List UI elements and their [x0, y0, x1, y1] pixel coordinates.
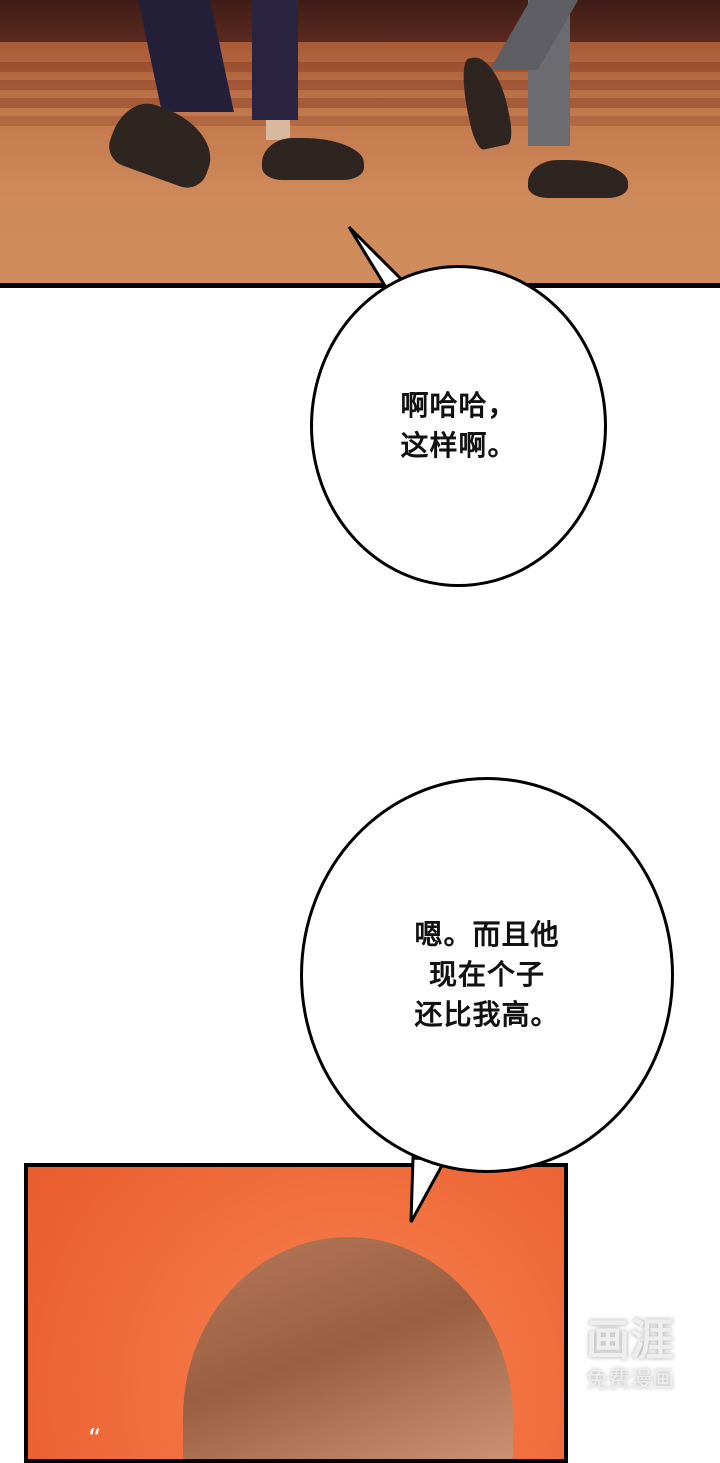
watermark: 画涯 免费漫画	[570, 1315, 690, 1395]
floor-shadow-stripe	[0, 116, 720, 126]
dress-shoe	[262, 138, 364, 180]
bubble-line: 现在个子	[428, 958, 545, 991]
panel-border	[0, 283, 720, 288]
bubble-line: 这样啊。	[400, 429, 517, 462]
speech-bubble-text: 啊哈哈， 这样啊。	[400, 386, 516, 466]
speech-bubble-text: 嗯。而且他 现在个子 还比我高。	[414, 915, 559, 1035]
character-hair	[183, 1237, 513, 1459]
sock-ankle	[266, 120, 290, 140]
bubble-line: 啊哈哈，	[400, 389, 517, 422]
bubble-line: 还比我高。	[414, 998, 560, 1031]
dress-shoe	[528, 160, 628, 198]
partial-quote-mark: “	[88, 1424, 102, 1454]
watermark-subtitle: 免费漫画	[585, 1368, 674, 1393]
floor-shadow-stripe	[0, 98, 720, 108]
bubble-line: 嗯。而且他	[414, 918, 560, 951]
speech-bubble-1: 啊哈哈， 这样啊。	[310, 265, 607, 587]
floor-shadow-stripe	[0, 80, 720, 90]
watermark-logo: 画涯	[586, 1315, 674, 1366]
floor-shadow-stripe	[0, 62, 720, 72]
background-wall	[0, 0, 720, 42]
comic-panel-character-head	[24, 1163, 568, 1463]
speech-bubble-2: 嗯。而且他 现在个子 还比我高。	[300, 777, 674, 1173]
leg-navy-right	[252, 0, 298, 120]
